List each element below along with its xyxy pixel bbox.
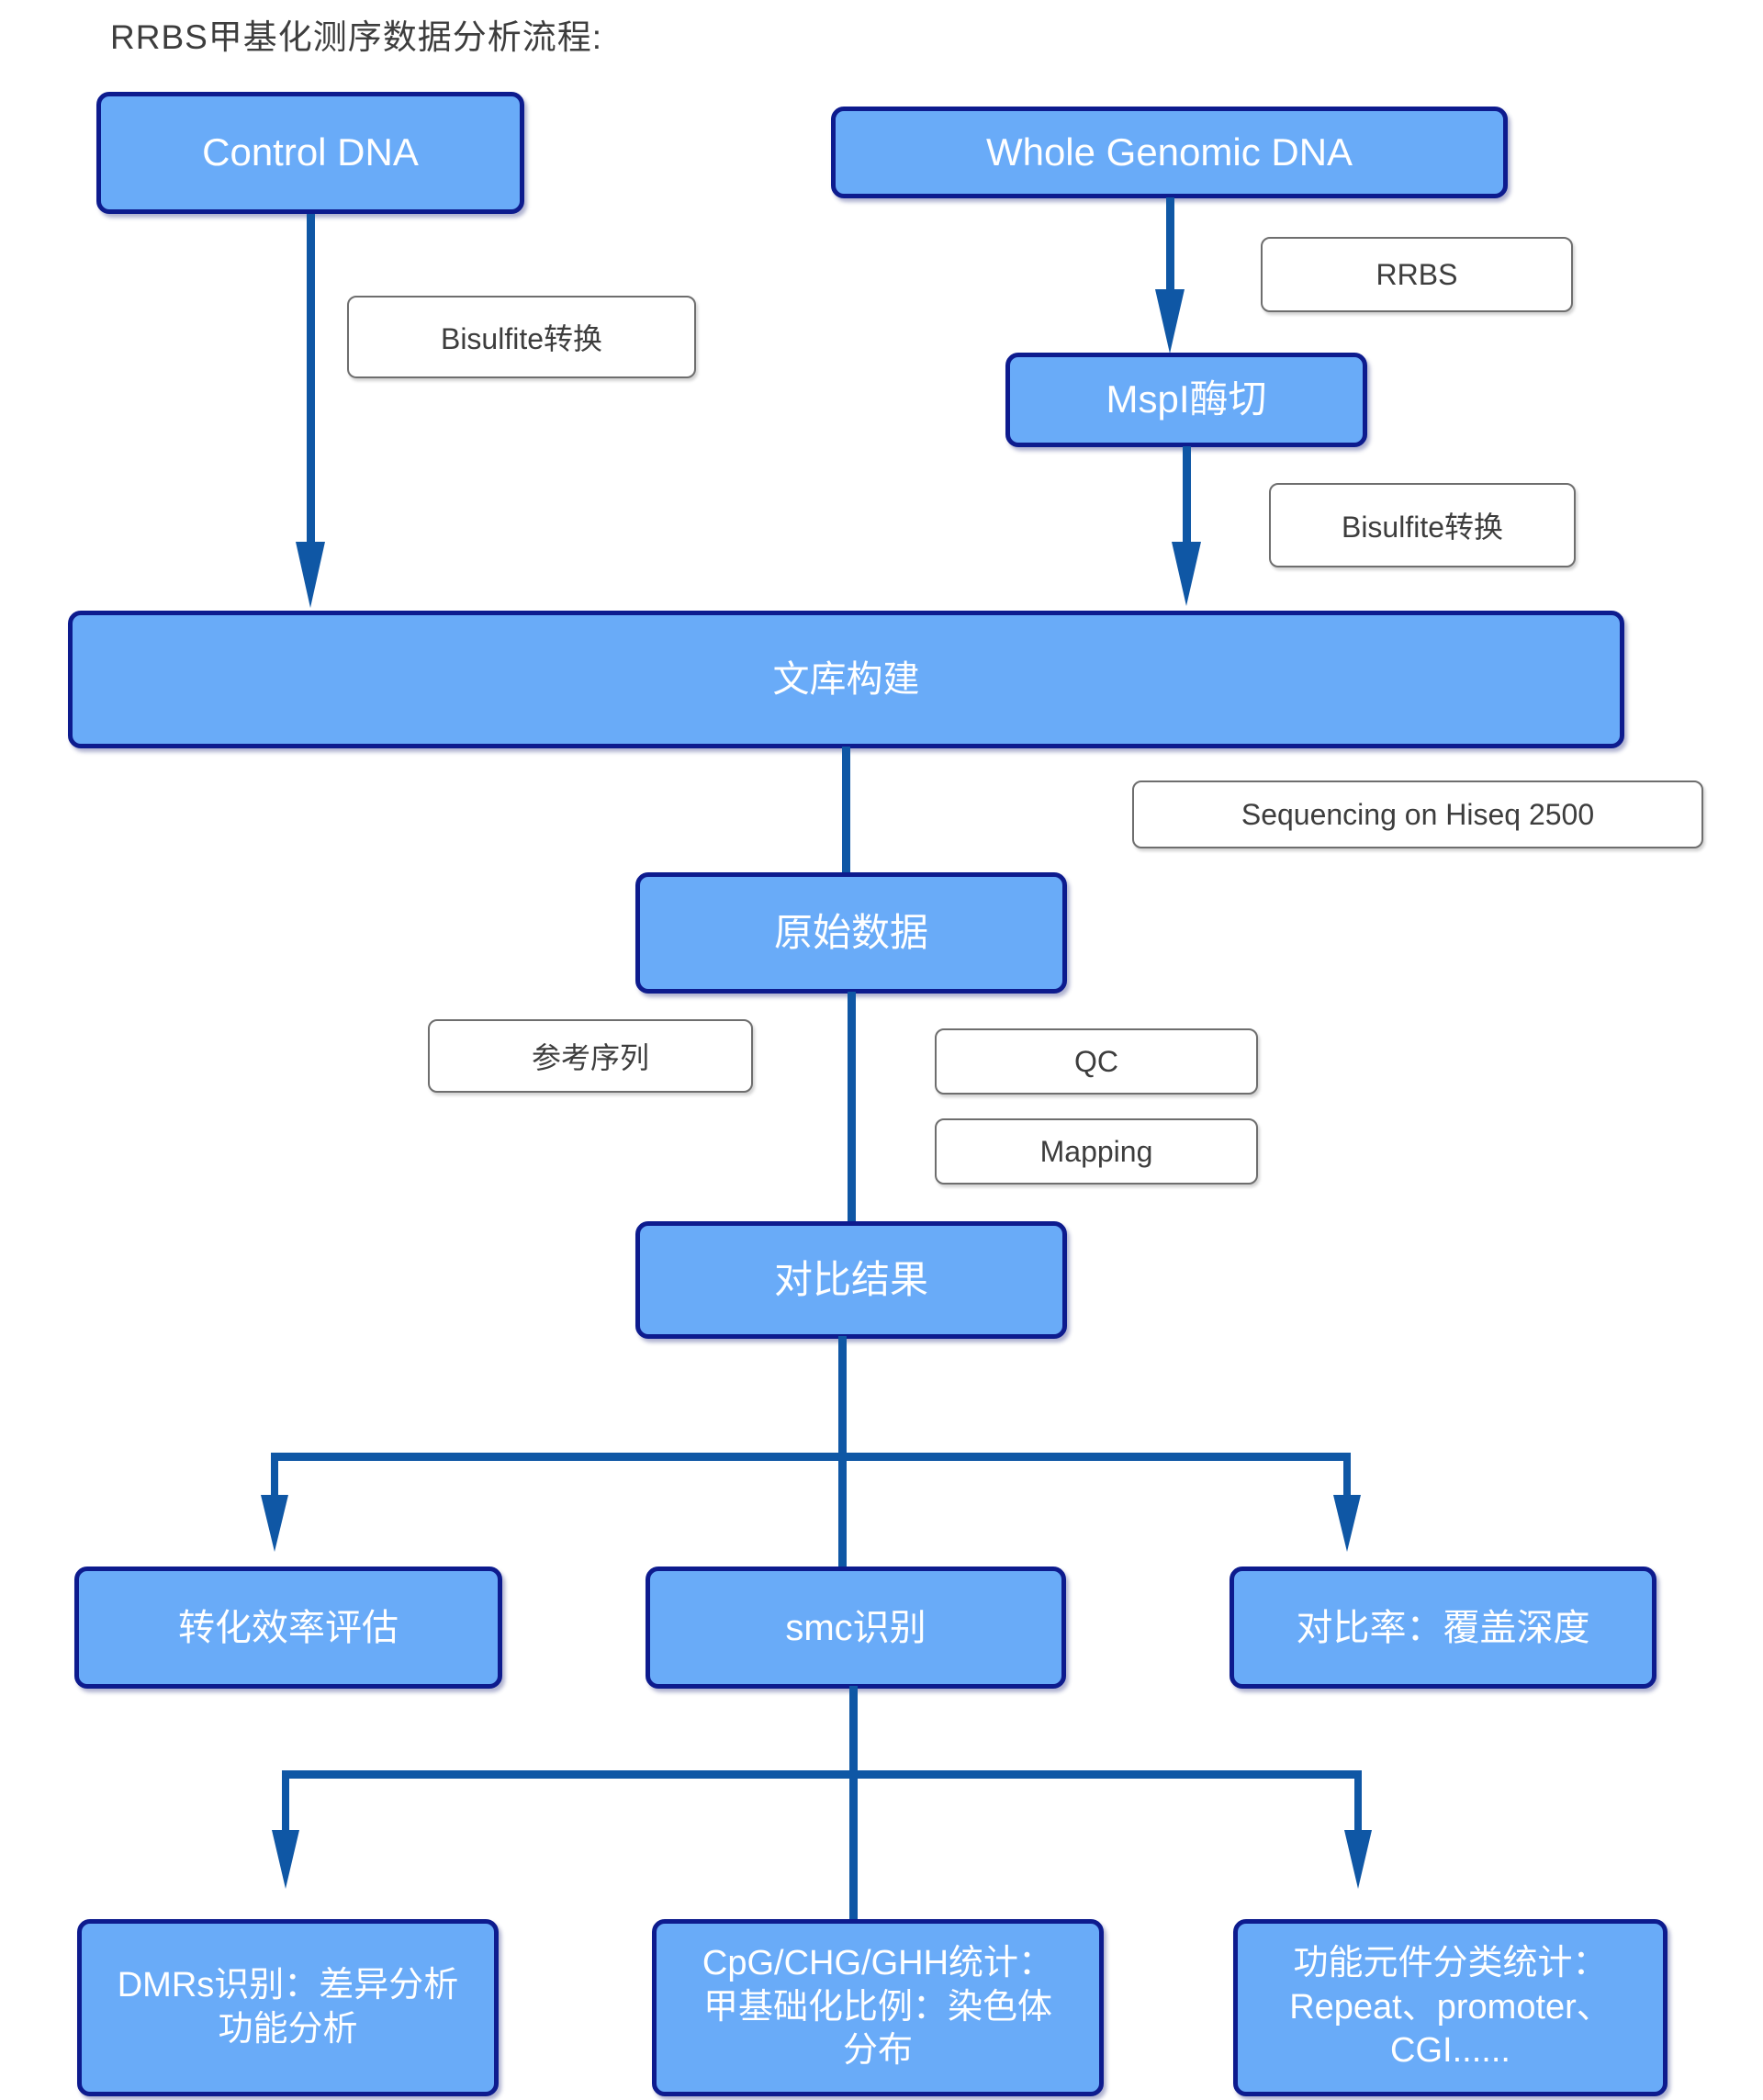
node-control-dna: Control DNA: [96, 92, 524, 214]
connector-branch1-center-stem: [838, 1336, 847, 1568]
connector-control-to-library-stem: [307, 214, 315, 545]
node-dmrs: DMRs识别：差异分析 功能分析: [77, 1919, 499, 2096]
node-alignment-rate: 对比率：覆盖深度: [1230, 1567, 1656, 1689]
connector-wgd-to-mspi-stem: [1166, 197, 1174, 291]
arrowhead-down-icon: [272, 1830, 299, 1889]
connector-branch1-left-stem: [271, 1453, 278, 1497]
label-reference-sequence: 参考序列: [428, 1019, 753, 1093]
label-rrbs: RRBS: [1261, 237, 1573, 312]
node-raw-data: 原始数据: [635, 872, 1067, 994]
connector-library-to-rawdata-stem: [842, 747, 850, 877]
connector-branch2-bar: [282, 1770, 1362, 1779]
label-mapping: Mapping: [935, 1118, 1258, 1185]
node-functional-elements: 功能元件分类统计： Repeat、promoter、 CGI......: [1233, 1919, 1668, 2096]
arrowhead-down-icon: [1172, 542, 1201, 606]
page-title: RRBS甲基化测序数据分析流程:: [110, 18, 603, 56]
node-mspi-digest: MspI酶切: [1005, 353, 1367, 447]
label-qc: QC: [935, 1028, 1258, 1095]
connector-mspi-to-library-stem: [1183, 446, 1191, 544]
connector-branch1-bar: [271, 1453, 1351, 1461]
connector-branch2-center-stem: [849, 1686, 858, 1921]
arrowhead-down-icon: [1155, 289, 1185, 354]
connector-rawdata-to-alignresult-stem: [848, 992, 856, 1225]
label-sequencing: Sequencing on Hiseq 2500: [1132, 780, 1703, 848]
node-alignment-result: 对比结果: [635, 1221, 1067, 1339]
label-bisulfite-conversion-right: Bisulfite转换: [1269, 483, 1576, 567]
arrowhead-down-icon: [296, 542, 325, 608]
arrowhead-down-icon: [1344, 1830, 1372, 1889]
connector-branch2-right-stem: [1354, 1770, 1362, 1832]
node-conversion-efficiency: 转化效率评估: [74, 1567, 502, 1689]
node-whole-genomic-dna: Whole Genomic DNA: [831, 107, 1508, 198]
connector-branch1-right-stem: [1343, 1453, 1351, 1497]
node-library-construction: 文库构建: [68, 611, 1624, 748]
node-cpg-stats: CpG/CHG/GHH统计： 甲基础化比例：染色体 分布: [652, 1919, 1104, 2096]
node-smc-identification: smc识别: [646, 1567, 1066, 1689]
label-bisulfite-conversion-left: Bisulfite转换: [347, 296, 696, 378]
arrowhead-down-icon: [261, 1495, 288, 1552]
arrowhead-down-icon: [1333, 1495, 1361, 1552]
connector-branch2-left-stem: [282, 1770, 289, 1832]
